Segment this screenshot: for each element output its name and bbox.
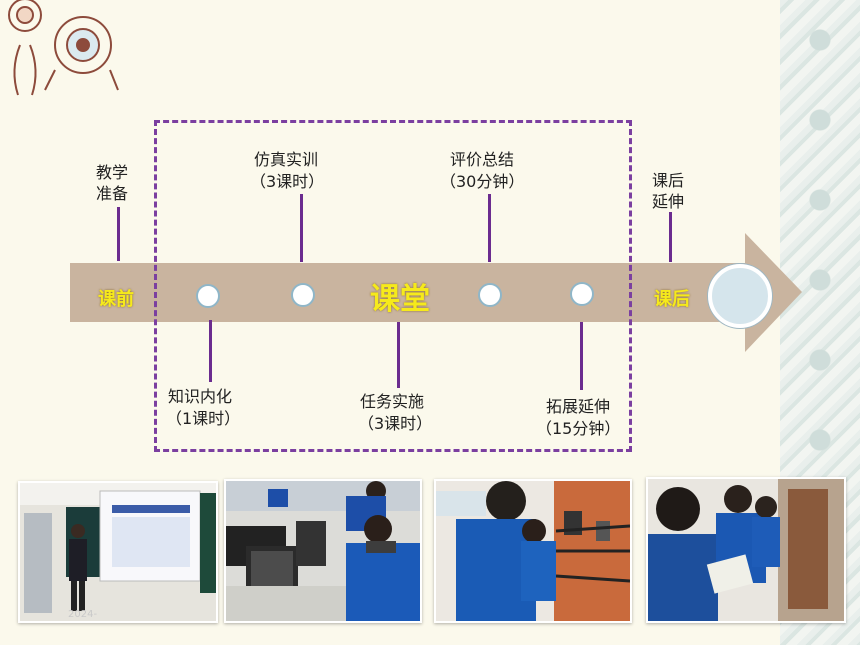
step-title: 拓展延伸 (546, 397, 611, 416)
extend-connector (669, 212, 672, 262)
timeline-end-node (708, 264, 772, 328)
step-duration: （15分钟） (536, 419, 621, 438)
step-connector (580, 322, 583, 390)
photo-wiring-practice (434, 479, 632, 623)
photo-teacher-lecture (18, 481, 218, 623)
timeline-node (291, 283, 315, 307)
timeline-node (570, 282, 594, 306)
step-title: 评价总结 (450, 150, 515, 169)
step-connector (209, 320, 212, 382)
pre-class-label: 课前 (98, 289, 134, 310)
step-duration: （3课时） (358, 414, 433, 433)
step-title: 知识内化 (168, 387, 233, 406)
after-class-extend-label: 课后 延伸 (652, 171, 685, 211)
step-connector (300, 194, 303, 262)
flower-ornament-icon (8, 0, 119, 96)
step-duration: （30分钟） (440, 172, 525, 191)
prep-connector (117, 207, 120, 261)
step-duration: （3课时） (250, 172, 325, 191)
teaching-prep-label: 教学 准备 (96, 163, 129, 203)
step-duration: （1课时） (166, 409, 241, 428)
in-class-label: 课堂 (370, 282, 430, 317)
step-connector (488, 194, 491, 262)
classroom-dashed-box (154, 120, 632, 452)
step-title: 任务实施 (360, 392, 425, 411)
step-title: 仿真实训 (254, 150, 319, 169)
timeline-node (478, 283, 502, 307)
photo-computer-simulation (224, 479, 422, 623)
post-class-label: 课后 (654, 289, 690, 310)
date-overlay: 2024- (68, 609, 98, 620)
step-connector (397, 322, 400, 388)
photo-group-evaluation (646, 477, 846, 623)
timeline-node (196, 284, 220, 308)
